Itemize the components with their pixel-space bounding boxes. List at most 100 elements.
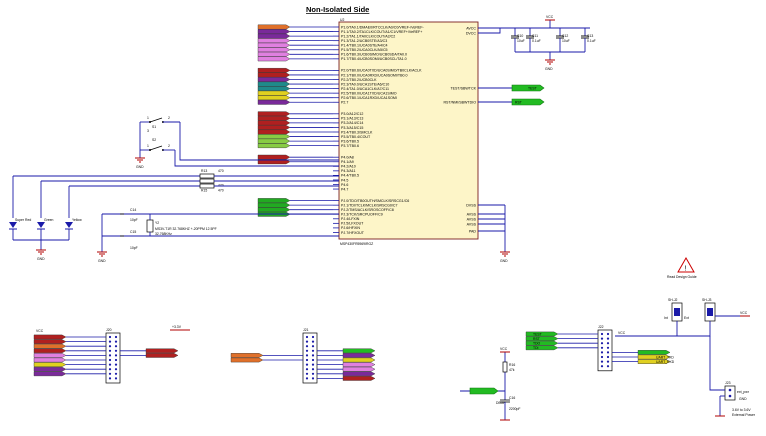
net-flag[interactable] <box>33 366 67 372</box>
net-flag[interactable] <box>525 336 559 341</box>
header-pin <box>108 354 112 357</box>
net-flag[interactable] <box>33 348 67 354</box>
net-flag[interactable] <box>342 362 376 367</box>
led-yellow[interactable]: Yellow <box>65 218 82 230</box>
net-flag[interactable] <box>257 120 291 126</box>
net-flag[interactable] <box>145 348 179 354</box>
svg-text:C13: C13 <box>587 34 593 38</box>
net-flag[interactable] <box>33 334 67 340</box>
net-flag[interactable] <box>257 207 291 213</box>
net-flag[interactable] <box>257 154 291 160</box>
net-flag[interactable] <box>33 353 67 358</box>
net-flag[interactable] <box>257 129 291 135</box>
header-body[interactable] <box>302 332 318 384</box>
cap-c13[interactable]: C13 0.1uF <box>581 28 596 52</box>
net-flag[interactable] <box>230 357 264 363</box>
net-flag[interactable] <box>525 345 559 351</box>
net-flag[interactable] <box>257 99 291 105</box>
svg-text:C11: C11 <box>532 34 538 38</box>
header-j22: J22 <box>525 325 671 372</box>
net-flag[interactable] <box>257 56 291 62</box>
net-flag[interactable] <box>257 86 291 92</box>
net-flag[interactable] <box>257 111 291 117</box>
mcu-pin-label: P2.3/TA0.0/UCA1STE/A6/C10 <box>341 82 389 86</box>
net-flag[interactable] <box>257 95 291 101</box>
header-pin <box>311 354 315 357</box>
crystal-y2[interactable]: Y2 MS3V-T1R 32.768KHZ +-20PPM 12.5PF 32.… <box>120 213 339 237</box>
header-pin <box>600 332 604 336</box>
net-flag[interactable] <box>257 67 291 73</box>
switch-s2[interactable]: S2 1 2 <box>140 138 175 151</box>
net-label-dbgp[interactable] <box>469 387 499 395</box>
cap-c11[interactable]: C11 0.1uF <box>526 28 541 52</box>
net-flag[interactable] <box>33 371 67 377</box>
cap-c14[interactable]: C14 10pF <box>116 208 138 222</box>
net-flag[interactable] <box>257 115 291 121</box>
svg-text:C16: C16 <box>509 396 515 400</box>
net-flag[interactable] <box>637 359 671 364</box>
header-pin <box>311 363 315 366</box>
net-flag[interactable] <box>342 353 376 358</box>
svg-text:470: 470 <box>218 169 224 173</box>
net-flag[interactable] <box>257 198 291 204</box>
net-flag[interactable] <box>525 340 559 346</box>
switch-s1[interactable]: S1 1 2 3 <box>140 116 180 133</box>
gnd-symbol-switches: GND <box>135 157 145 169</box>
net-flag[interactable] <box>342 357 376 363</box>
jumper-sh-j2[interactable]: SH-J2 Ext <box>668 298 689 322</box>
cap-c12[interactable]: C12 10uF <box>556 28 570 52</box>
net-flag[interactable] <box>257 134 291 139</box>
net-label-rst[interactable]: RST <box>511 98 545 106</box>
net-flag[interactable] <box>257 202 291 208</box>
header-pin <box>606 337 610 340</box>
led-green[interactable]: Green <box>37 218 54 230</box>
svg-text:2: 2 <box>168 116 170 120</box>
resistor-r15[interactable]: R15 470 <box>69 183 339 193</box>
net-flag[interactable] <box>33 362 67 367</box>
net-flag[interactable] <box>33 357 67 363</box>
led-super-red[interactable]: Super Red <box>9 218 31 230</box>
net-flag[interactable] <box>33 343 67 349</box>
net-flag[interactable] <box>342 366 376 372</box>
net-flag[interactable] <box>257 38 291 44</box>
header-pin <box>305 335 309 339</box>
net-flag[interactable] <box>257 138 291 144</box>
svg-text:3.6V to 3.6V: 3.6V to 3.6V <box>732 408 751 412</box>
net-flag[interactable] <box>257 42 291 48</box>
net-flag[interactable] <box>342 371 376 377</box>
net-flag[interactable] <box>257 51 291 57</box>
svg-text:TEST: TEST <box>528 87 537 91</box>
net-flag[interactable] <box>257 125 291 130</box>
net-flag[interactable] <box>342 348 376 354</box>
header-body[interactable] <box>597 329 613 372</box>
net-flag[interactable] <box>257 33 291 39</box>
net-flag[interactable] <box>257 24 291 30</box>
cap-c15[interactable]: C15 10pF <box>116 230 138 250</box>
net-flag[interactable] <box>637 350 671 355</box>
net-flag[interactable] <box>257 81 291 87</box>
net-flag[interactable] <box>637 354 671 360</box>
net-flag[interactable] <box>257 72 291 78</box>
mcu-right-pin-label: PAD <box>469 229 477 233</box>
net-flag[interactable] <box>525 331 559 337</box>
net-label-test[interactable]: TEST <box>511 84 545 92</box>
mcu-body[interactable] <box>338 21 479 240</box>
header-body[interactable] <box>105 332 121 384</box>
net-flag[interactable] <box>257 90 291 96</box>
mcu-pin-label: P3.2/A14/C14 <box>341 121 363 125</box>
net-flag[interactable] <box>257 143 291 149</box>
net-flag[interactable] <box>257 47 291 53</box>
svg-text:10uF: 10uF <box>562 39 570 43</box>
net-flag[interactable] <box>342 376 376 381</box>
net-flag[interactable] <box>257 77 291 82</box>
header-pin <box>114 358 118 362</box>
header-pin <box>108 335 112 339</box>
resistor-r13[interactable]: R13 470 <box>13 169 339 179</box>
header-pin <box>311 340 315 343</box>
net-flag[interactable] <box>230 353 264 358</box>
net-flag[interactable] <box>145 353 179 358</box>
ext-power-connector[interactable]: ext_pwr GND 3.6V to 3.6V External Power … <box>724 381 756 417</box>
net-flag[interactable] <box>257 29 291 34</box>
cap-c10[interactable]: C10 10uF <box>511 28 525 52</box>
net-flag[interactable] <box>33 339 67 344</box>
